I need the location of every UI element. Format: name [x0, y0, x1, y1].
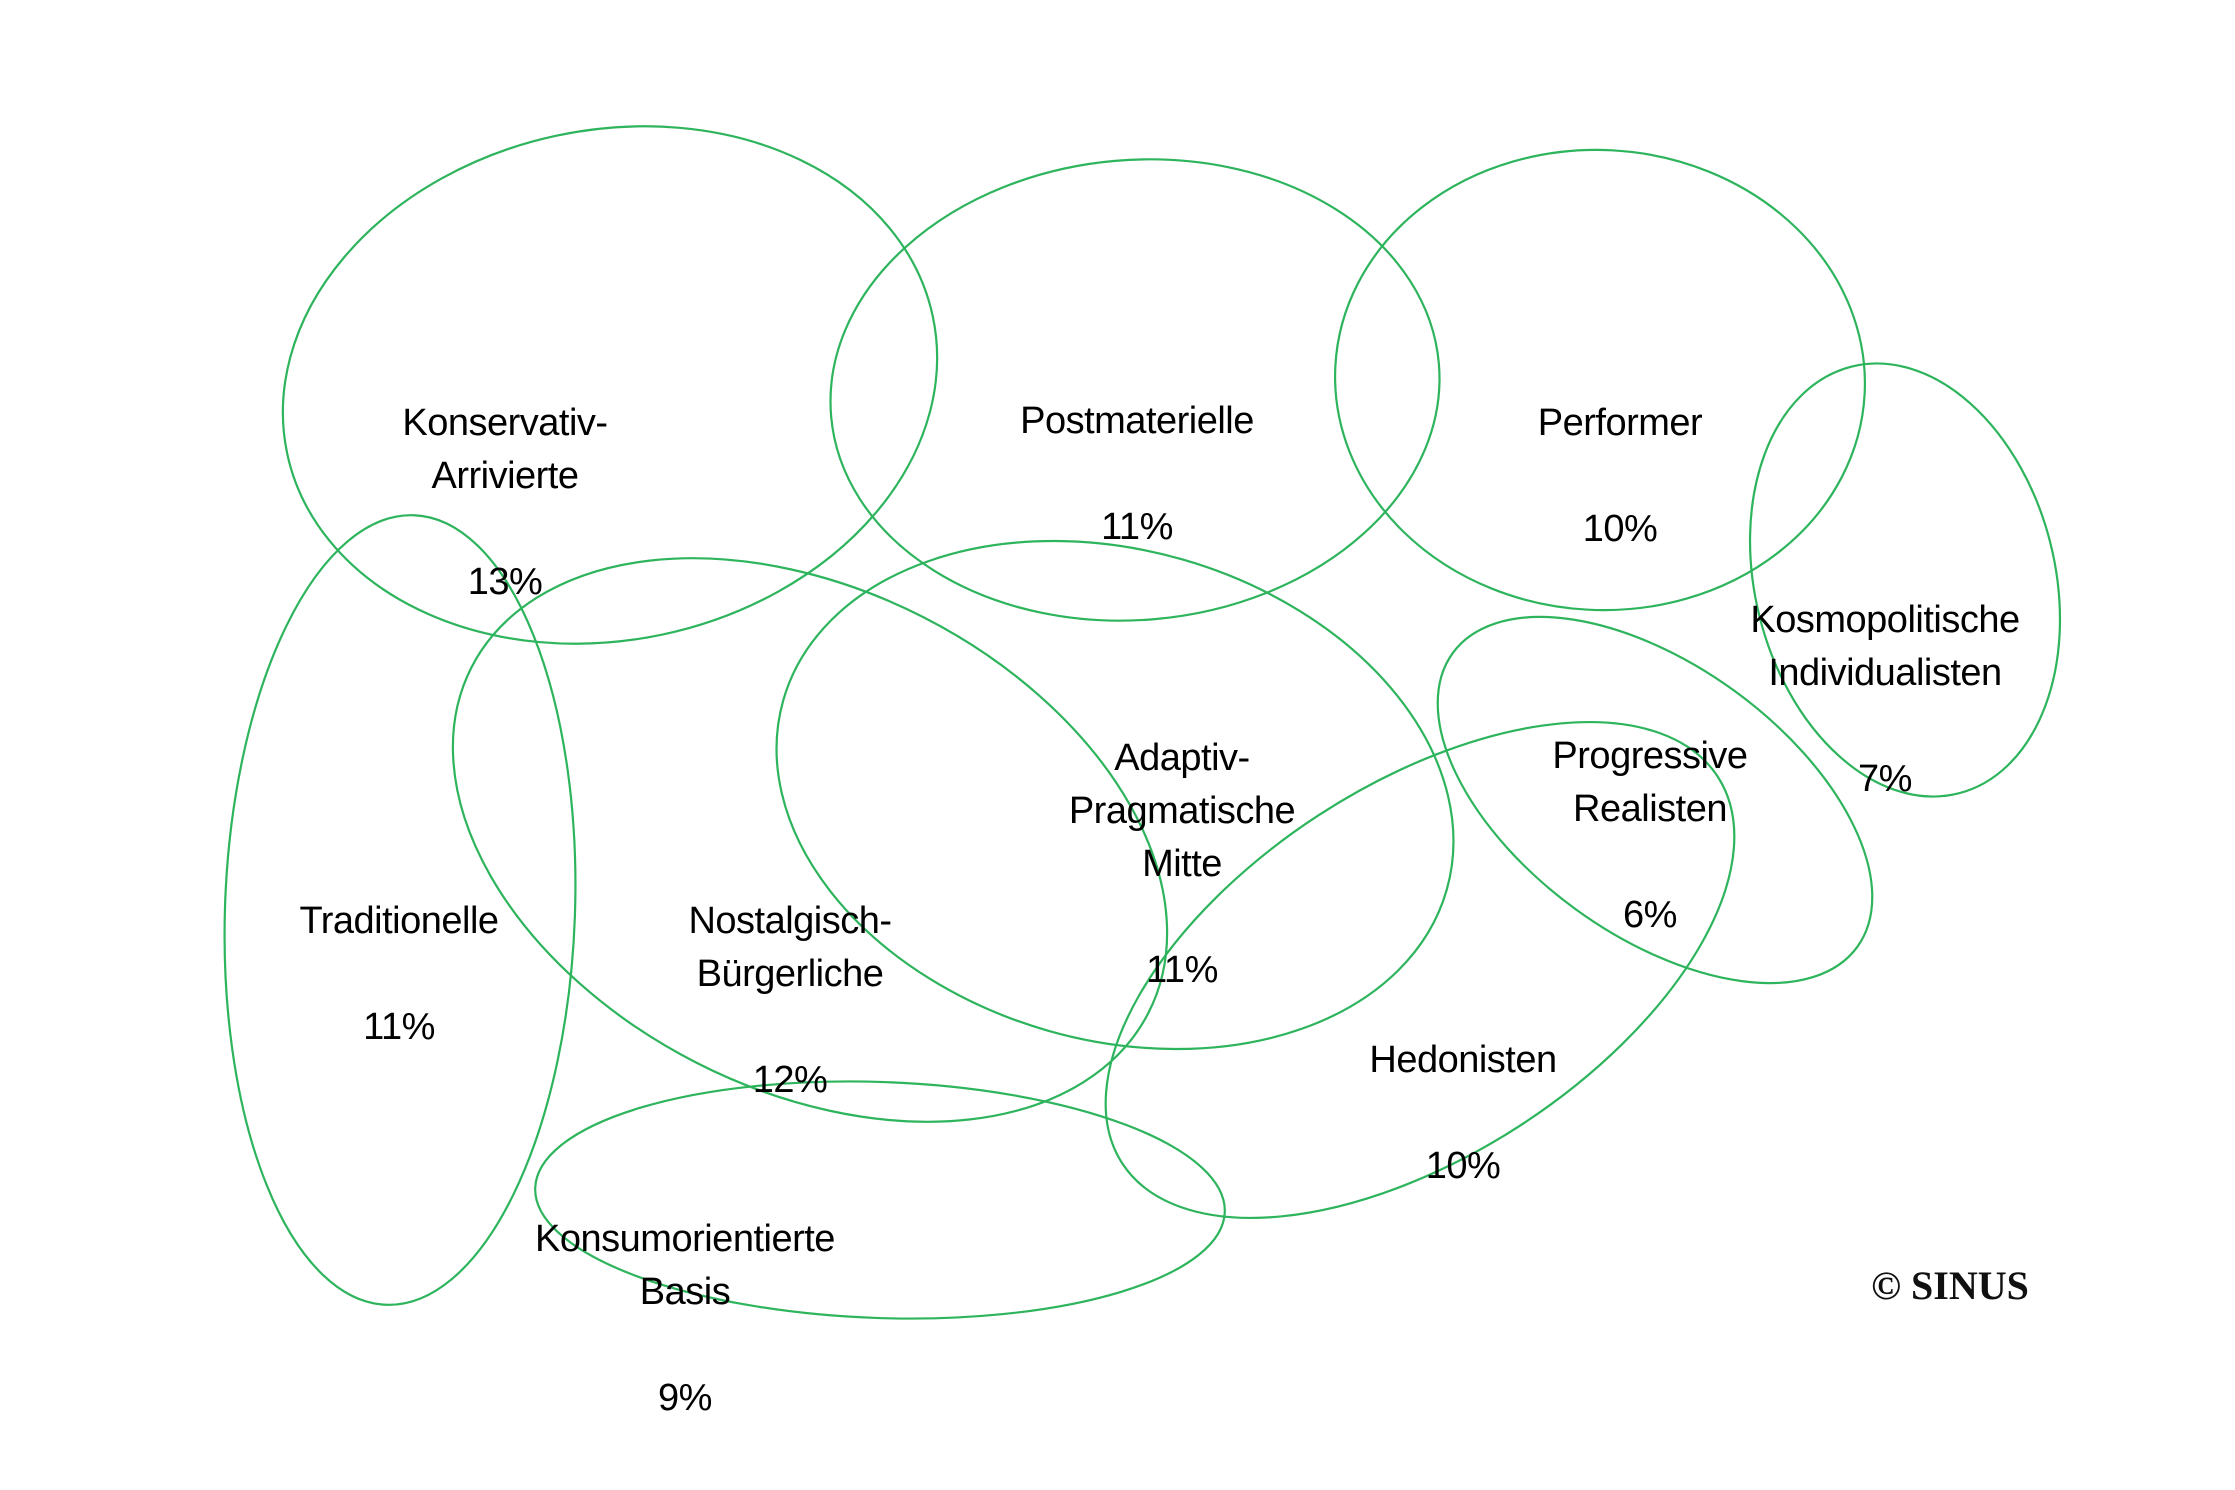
milieu-label-progressive-realisten: Progressive Realisten 6% — [1552, 677, 1748, 995]
milieu-share: 11% — [363, 1006, 435, 1048]
milieu-label-konservativ-arrivierte: Konservativ- Arrivierte 13% — [402, 344, 608, 662]
milieu-outline-adaptiv-pragmatische-mitte — [775, 539, 1455, 1051]
milieu-outline-konservativ-arrivierte — [281, 125, 939, 645]
milieu-name: Nostalgisch- Bürgerliche — [688, 900, 892, 995]
milieu-outline-nostalgisch-buergerliche — [451, 557, 1169, 1123]
milieu-outline-traditionelle — [223, 514, 577, 1306]
milieu-outline-performer — [1333, 148, 1867, 612]
milieu-share: 13% — [467, 561, 543, 603]
milieu-outline-konsumorientierte-basis — [534, 1080, 1226, 1320]
milieu-name: Progressive Realisten — [1552, 735, 1748, 830]
milieu-label-hedonisten: Hedonisten 10% — [1369, 981, 1557, 1246]
copyright-credit: © SINUS — [1871, 1263, 2029, 1308]
milieu-label-nostalgisch-buergerliche: Nostalgisch- Bürgerliche 12% — [688, 842, 892, 1160]
milieu-name: Kosmopolitische Individualisten — [1750, 599, 2020, 694]
milieu-outline-postmaterielle — [829, 158, 1441, 622]
milieu-outline-kosmopolitische-individualisten — [1748, 362, 2062, 798]
milieu-share: 7% — [1858, 758, 1912, 800]
milieu-label-konsumorientierte-basis: Konsumorientierte Basis 9% — [535, 1160, 835, 1478]
milieu-share: 9% — [658, 1377, 712, 1419]
milieu-name: Performer — [1537, 402, 1703, 444]
milieu-label-performer: Performer 10% — [1537, 344, 1703, 609]
milieu-share: 10% — [1425, 1145, 1501, 1187]
milieu-name: Konsumorientierte Basis — [535, 1218, 835, 1313]
milieu-share: 11% — [1146, 949, 1218, 991]
milieu-label-traditionelle: Traditionelle 11% — [299, 842, 499, 1107]
milieu-name: Postmaterielle — [1020, 400, 1254, 442]
milieu-name: Konservativ- Arrivierte — [402, 402, 608, 497]
milieu-name: Hedonisten — [1369, 1039, 1557, 1081]
milieu-outline-hedonisten — [1104, 720, 1736, 1220]
milieu-outline-progressive-realisten — [1436, 615, 1874, 985]
milieu-share: 11% — [1101, 506, 1173, 548]
milieu-name: Adaptiv- Pragmatische Mitte — [1068, 737, 1296, 885]
milieu-label-kosmopolitische-individualisten: Kosmopolitische Individualisten 7% — [1750, 541, 2020, 859]
milieu-name: Traditionelle — [299, 900, 499, 942]
milieu-label-adaptiv-pragmatische-mitte: Adaptiv- Pragmatische Mitte 11% — [1068, 679, 1296, 1050]
milieu-label-postmaterielle: Postmaterielle 11% — [1020, 342, 1254, 607]
milieu-share: 6% — [1623, 894, 1677, 936]
milieu-share: 10% — [1582, 508, 1658, 550]
milieu-share: 12% — [752, 1059, 828, 1101]
